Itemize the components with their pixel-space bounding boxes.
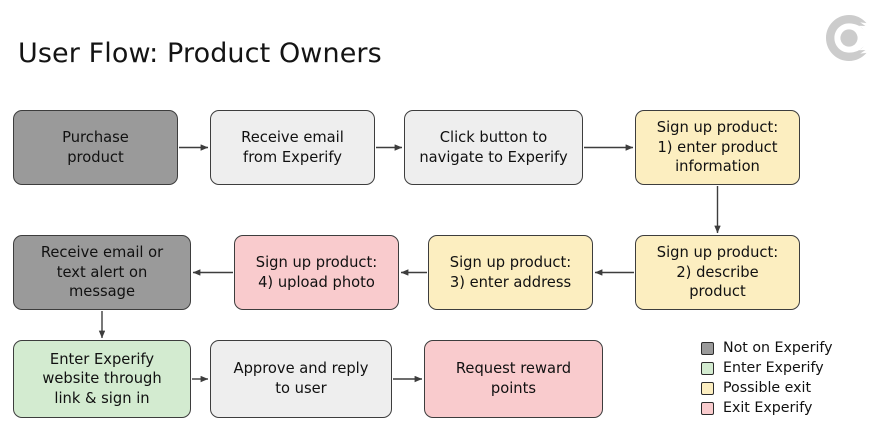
flow-node-approve-reply[interactable]: Approve and reply to user: [210, 340, 392, 418]
flow-node-click-button[interactable]: Click button to navigate to Experify: [404, 110, 583, 185]
page-title: User Flow: Product Owners: [18, 38, 382, 69]
legend: Not on Experify Enter Experify Possible …: [701, 339, 833, 417]
legend-swatch-enter-experify: [701, 361, 714, 375]
legend-item-exit-experify: Exit Experify: [701, 399, 833, 417]
flow-node-purchase-product[interactable]: Purchase product: [13, 110, 178, 185]
legend-swatch-exit-experify: [701, 401, 714, 415]
flow-node-signup-2-describe[interactable]: Sign up product: 2) describe product: [635, 235, 800, 310]
legend-swatch-possible-exit: [701, 381, 714, 395]
legend-label-possible-exit: Possible exit: [723, 379, 812, 396]
legend-label-not-on-experify: Not on Experify: [723, 339, 833, 356]
legend-item-enter-experify: Enter Experify: [701, 359, 833, 377]
flow-node-receive-email[interactable]: Receive email from Experify: [210, 110, 375, 185]
flow-node-enter-website[interactable]: Enter Experify website through link & si…: [13, 340, 191, 418]
legend-item-possible-exit: Possible exit: [701, 379, 833, 397]
experify-c-logo-icon: [826, 15, 867, 61]
legend-swatch-not-on-experify: [701, 341, 714, 355]
flow-node-signup-1-enter-info[interactable]: Sign up product: 1) enter product inform…: [635, 110, 800, 185]
flow-node-signup-3-address[interactable]: Sign up product: 3) enter address: [428, 235, 593, 310]
legend-item-not-on-experify: Not on Experify: [701, 339, 833, 357]
flow-node-request-reward[interactable]: Request reward points: [424, 340, 603, 418]
flow-node-receive-alert[interactable]: Receive email or text alert on message: [13, 235, 191, 310]
legend-label-enter-experify: Enter Experify: [723, 359, 824, 376]
flow-node-signup-4-upload-photo[interactable]: Sign up product: 4) upload photo: [234, 235, 399, 310]
legend-label-exit-experify: Exit Experify: [723, 399, 813, 416]
